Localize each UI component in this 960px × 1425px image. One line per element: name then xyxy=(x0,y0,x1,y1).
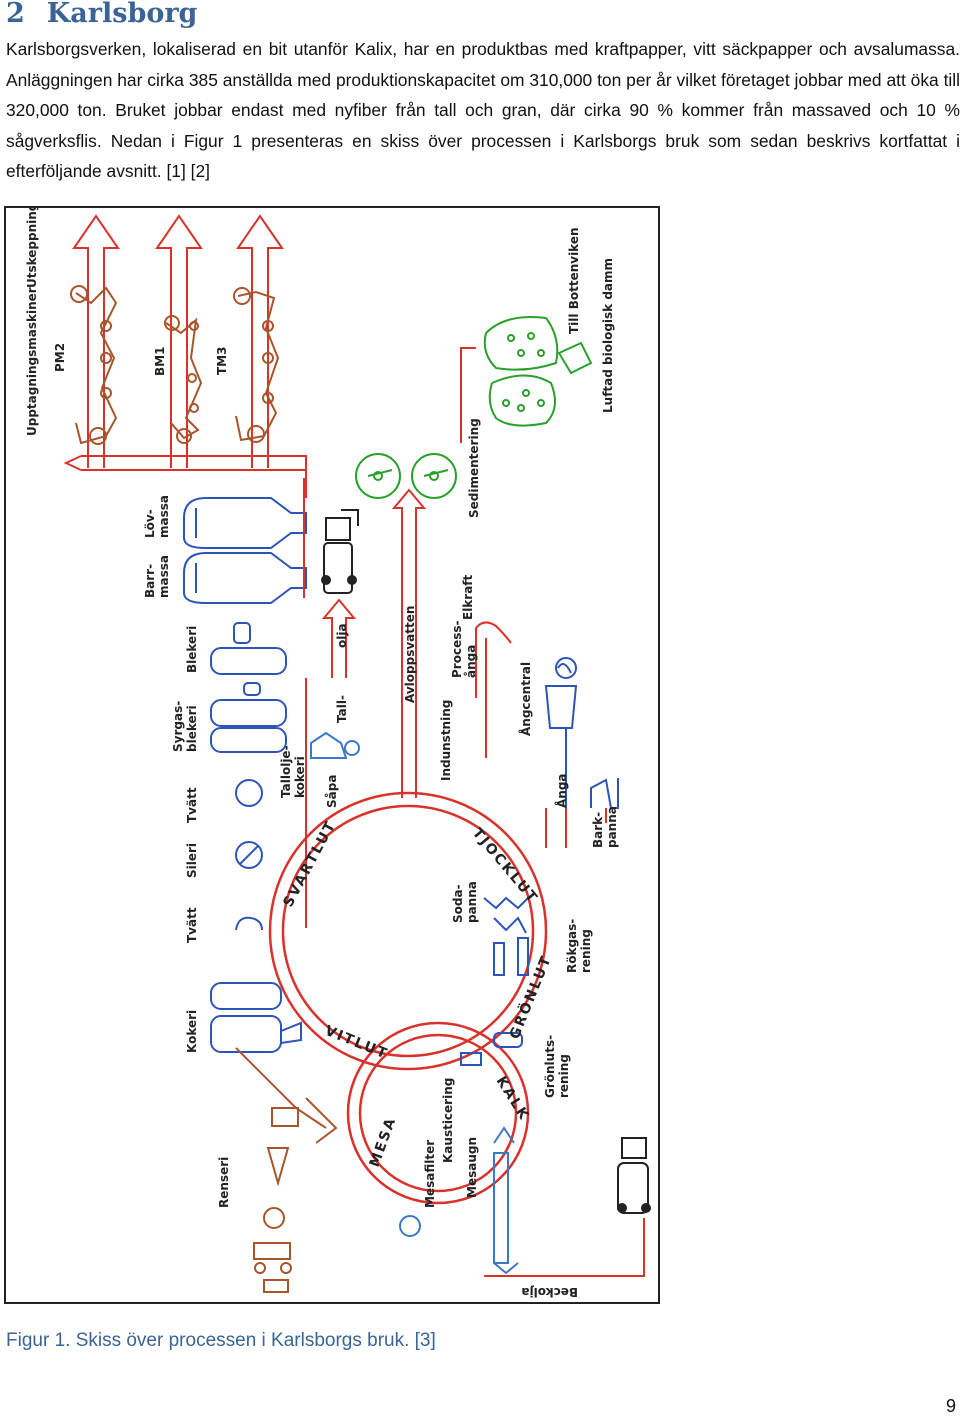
label-gronluts-2: rening xyxy=(557,1054,571,1098)
label-luftad-damm: Luftad biologisk damm xyxy=(601,258,615,413)
bleaching-equipment xyxy=(210,622,302,1053)
label-lovmassa-2: massa xyxy=(157,495,171,538)
label-syrgas-2: blekeri xyxy=(185,705,199,752)
label-kaustisering: Kausticering xyxy=(441,1078,455,1163)
lime-kiln xyxy=(399,1126,519,1275)
label-kokeri: Kokeri xyxy=(185,1010,199,1053)
body-paragraph: Karlsborgsverken, lokaliserad en bit uta… xyxy=(6,39,960,182)
label-bm1: BM1 xyxy=(153,347,167,376)
machine-pm2 xyxy=(70,285,118,445)
label-lovmassa-1: Löv- xyxy=(143,509,157,538)
label-avloppsvatten: Avloppsvatten xyxy=(403,606,417,703)
sedimentation-tanks xyxy=(355,453,457,499)
label-processanga-2: ånga xyxy=(464,645,478,678)
label-elkraft: Elkraft xyxy=(461,574,475,620)
label-sileri: Sileri xyxy=(185,843,199,878)
label-blekeri: Blekeri xyxy=(185,626,199,673)
label-soda-1: Soda- xyxy=(451,884,465,923)
output-arrows xyxy=(72,214,284,468)
tower-lovmassa xyxy=(183,497,307,549)
figure-labels: Utskeppning Upptagningsmaskiner PM2 BM1 … xyxy=(25,208,619,1299)
section-heading: 2 Karlsborg xyxy=(6,0,197,29)
truck-bottom xyxy=(617,1137,651,1214)
label-tall: Tall- xyxy=(335,695,349,723)
section-number: 2 xyxy=(6,0,25,29)
label-tvatt-2: Tvätt xyxy=(185,907,199,943)
label-svartlut: SVARTLUT xyxy=(280,818,339,910)
wood-handling xyxy=(235,1047,338,1293)
label-rokgas-1: Rökgas- xyxy=(565,919,579,973)
outflow-line xyxy=(460,347,476,443)
label-barrmassa-2: massa xyxy=(157,555,171,598)
beckolja-line xyxy=(484,1218,645,1277)
tower-barrmassa xyxy=(183,552,307,604)
label-gronlut: GRÖNLUT xyxy=(505,952,555,1041)
label-mesaugn: Mesaugn xyxy=(465,1137,479,1198)
tall-oil-cooker xyxy=(310,731,360,759)
label-tm3: TM3 xyxy=(215,347,229,375)
recovery-loop xyxy=(268,791,548,1205)
label-syrgas-1: Syrgas- xyxy=(171,701,185,752)
label-soda-2: panna xyxy=(465,881,479,923)
arrow-tallolja xyxy=(321,598,357,678)
label-barrmassa-1: Barr- xyxy=(143,564,157,598)
label-tvatt-1: Tvätt xyxy=(185,787,199,823)
pulp-towers xyxy=(183,497,307,604)
section-title: Karlsborg xyxy=(46,0,198,29)
label-tallolje-1: Tallolje- xyxy=(279,745,293,798)
machine-tm3 xyxy=(233,287,280,443)
page-number: 9 xyxy=(945,1396,956,1416)
pulp-manifold xyxy=(63,455,307,498)
arrow-avloppsvatten xyxy=(391,488,427,798)
tanker-truck xyxy=(321,509,359,594)
label-sapa: Såpa xyxy=(325,775,339,808)
label-rokgas-2: rening xyxy=(579,929,593,973)
process-sketch-figure: Utskeppning Upptagningsmaskiner PM2 BM1 … xyxy=(4,206,660,1304)
biological-pond xyxy=(483,316,593,427)
label-utskeppning: Utskeppning xyxy=(25,208,39,288)
mid-arrows xyxy=(321,488,427,798)
label-gronluts-1: Grönluts- xyxy=(543,1035,557,1098)
label-sedimentering: Sedimentering xyxy=(467,418,481,518)
label-upptagning: Upptagningsmaskiner xyxy=(25,287,39,436)
label-barkpanna-2: panna xyxy=(605,806,619,848)
label-olja: olja xyxy=(335,623,349,648)
label-indunstning: Indunstning xyxy=(439,700,453,781)
label-processanga-1: Process- xyxy=(450,621,464,678)
label-beckolja: Beckolja xyxy=(521,1285,578,1299)
figure-caption: Figur 1. Skiss över processen i Karlsbor… xyxy=(6,1330,436,1351)
label-barkpanna-1: Bark- xyxy=(591,812,605,848)
steam-plant xyxy=(544,657,619,809)
machine-bm1 xyxy=(164,315,203,444)
output-arrow-bm1 xyxy=(155,214,203,468)
label-tallolje-2: kokeri xyxy=(293,756,307,798)
label-angcentral: Ångcentral xyxy=(518,662,533,736)
label-mesafilter: Mesafilter xyxy=(423,1140,437,1208)
soda-recovery-boiler xyxy=(460,896,529,1066)
label-mesa: MESA xyxy=(367,1115,400,1170)
label-vitlut: VITLUT xyxy=(323,1023,391,1063)
label-renseri: Renseri xyxy=(217,1157,231,1208)
output-arrow-tm3 xyxy=(236,214,284,468)
label-pm2: PM2 xyxy=(53,343,67,372)
label-till-bottenviken: Till Bottenviken xyxy=(567,227,581,334)
output-arrow-pm2 xyxy=(72,214,120,468)
red-connectors xyxy=(303,478,607,928)
paper-machines xyxy=(70,285,280,445)
label-anga: Ånga xyxy=(554,773,569,808)
